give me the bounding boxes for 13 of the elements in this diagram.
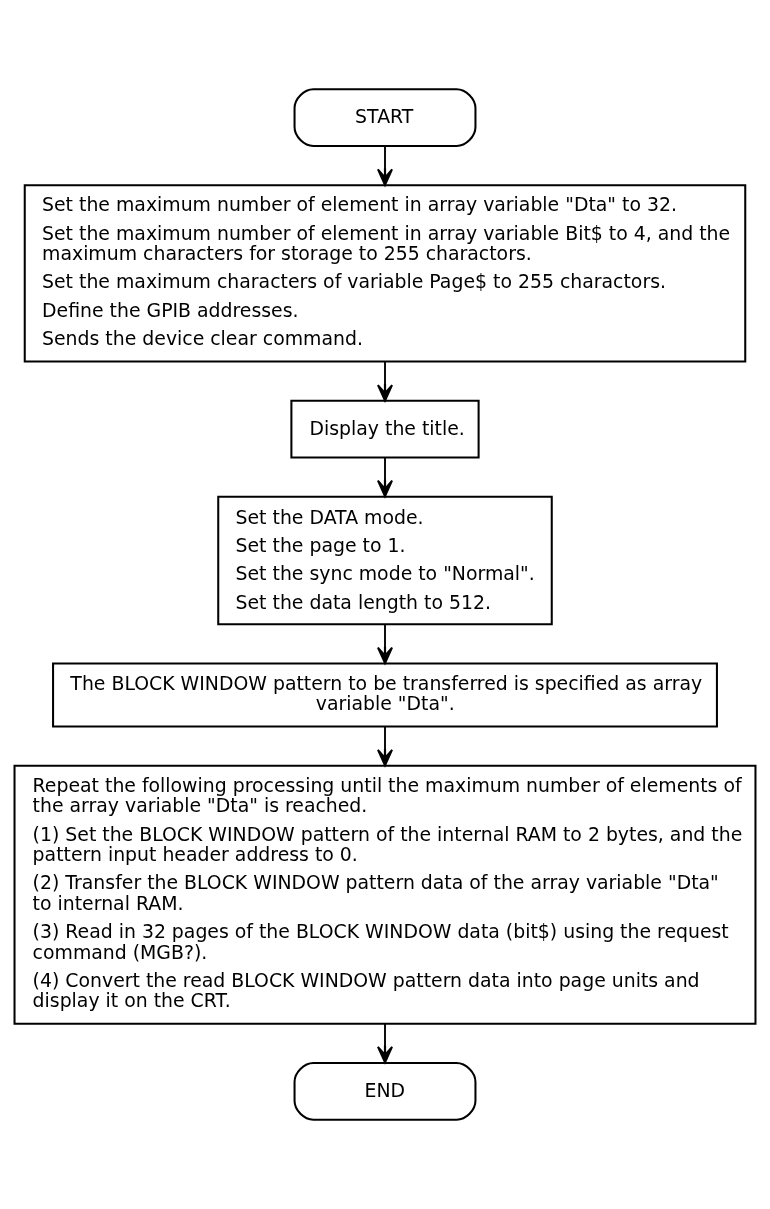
node-box: Set the maximum number of element in array variable "Dta" to 32. Set the maximum number of element in array variable Bit$ to 4, and the maximum characters for storage to 255 charactors. Set the maximum characters of variable Page$ to 255 charactors. Define the GPIB addresses. Sends the device clear command. [23,184,747,363]
arrow [376,623,394,665]
node-box: The BLOCK WINDOW pattern to be transferred is specified as array variable "Dta". [52,662,718,728]
node-box: Set the DATA mode. Set the page to 1. Set the sync mode to "Normal". Set the data length to 512. [217,495,553,626]
node-box: Display the title. [290,399,480,459]
arrow [376,725,394,767]
node-box: Repeat the following processing until the maximum number of elements of the array variable "Dta" is reached. (1) Set the BLOCK WINDOW pattern of the internal RAM to 2 bytes, and the pattern input header address to 0. (2) Transfer the BLOCK WINDOW pattern data of the array variable "Dta" to internal RAM. (3) Read in 32 pages of the BLOCK WINDOW data (bit$) using the request command (MGB?). (4) Convert the read BLOCK WINDOW pattern data into page units and display it on the CRT. [13,764,757,1025]
arrow [376,456,394,498]
arrow [376,145,394,187]
node-box: END [293,1062,477,1121]
arrow [376,360,394,402]
node-box: START [293,88,477,147]
arrow [376,1022,394,1064]
